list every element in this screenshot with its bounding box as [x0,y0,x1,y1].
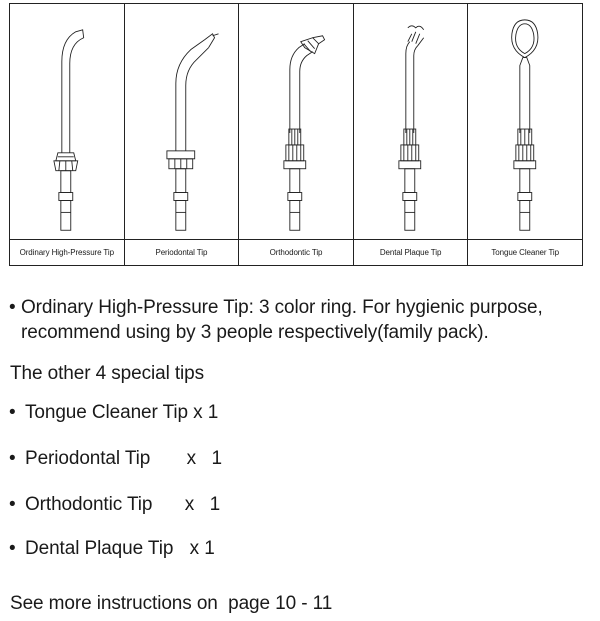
dental-plaque-tip-illustration [354,4,468,239]
tips-illustration-table: Ordinary High-Pressure Tip Periodontal T… [9,3,583,266]
list-bullet-symbol: • [9,402,16,423]
list-item-qty: x 1 [189,538,215,559]
tip-caption: Ordinary High-Pressure Tip [10,239,124,265]
orthodontic-tip-illustration [239,4,353,239]
intro-bullet-symbol: • [9,297,16,318]
intro-text-line-1: Ordinary High-Pressure Tip: 3 color ring… [21,297,543,318]
list-bullet-symbol: • [9,448,16,469]
tip-caption: Tongue Cleaner Tip [468,239,582,265]
tip-caption: Dental Plaque Tip [353,239,468,265]
tip-cell-periodontal: Periodontal Tip [124,4,240,265]
tip-caption: Orthodontic Tip [239,239,353,265]
ordinary-tip-illustration [10,4,124,239]
list-item-name: Tongue Cleaner Tip [25,402,188,423]
tip-cell-dental-plaque: Dental Plaque Tip [353,4,469,265]
list-item-tongue-cleaner: Tongue Cleaner Tip x 1 [25,402,218,424]
tip-cell-orthodontic: Orthodontic Tip [239,4,354,265]
list-item-orthodontic: Orthodontic Tip x 1 [25,494,220,516]
list-bullet-symbol: • [9,494,16,515]
tip-cell-tongue-cleaner: Tongue Cleaner Tip [468,4,582,265]
list-item-name: Orthodontic Tip [25,494,153,515]
tongue-cleaner-tip-illustration [468,4,582,239]
list-item-dental-plaque: Dental Plaque Tip x 1 [25,538,215,560]
list-item-name: Periodontal Tip [25,448,151,469]
tip-caption: Periodontal Tip [124,239,239,265]
list-item-periodontal: Periodontal Tip x 1 [25,448,222,470]
intro-text-line-2: recommend using by 3 people respectively… [21,322,489,343]
instructions-reference: See more instructions on page 10 - 11 [10,593,333,614]
periodontal-tip-illustration [125,4,239,239]
list-item-qty: x 1 [184,494,221,515]
list-item-qty: x 1 [193,402,219,423]
tip-cell-ordinary: Ordinary High-Pressure Tip [10,4,125,265]
list-item-qty: x 1 [186,448,223,469]
list-bullet-symbol: • [9,538,16,559]
special-tips-heading: The other 4 special tips [10,363,205,384]
list-item-name: Dental Plaque Tip [25,538,174,559]
